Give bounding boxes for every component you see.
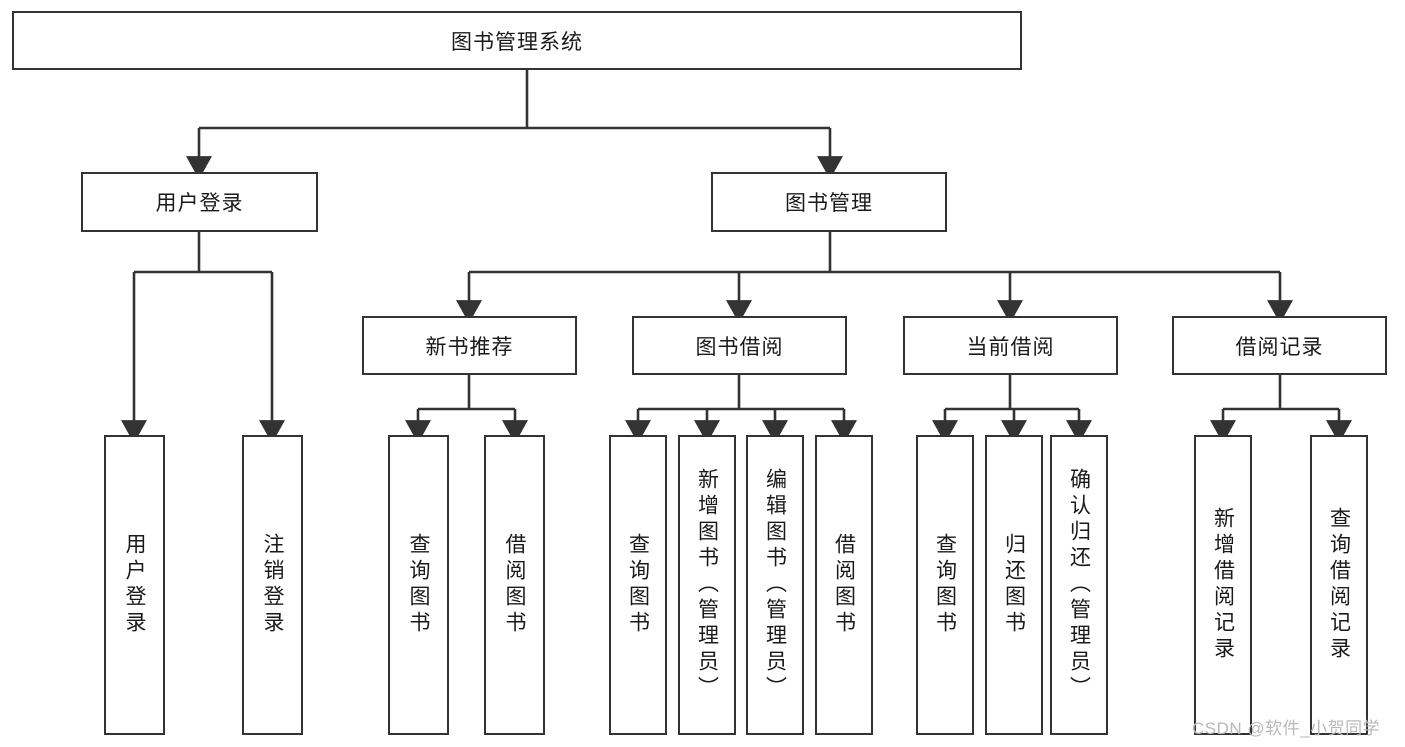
node-user-login-label: 用户登录 [155, 192, 244, 215]
node-leaf-user-login[interactable]: 用户登录 [104, 435, 165, 735]
node-leaf-borrow-book-rec[interactable]: 借阅图书 [484, 435, 545, 735]
node-new-book-rec[interactable]: 新书推荐 [362, 316, 577, 375]
node-leaf-borrow-book[interactable]: 借阅图书 [815, 435, 873, 735]
node-root-label: 图书管理系统 [451, 30, 583, 54]
node-leaf-borrow-book-label: 借阅图书 [832, 533, 856, 637]
node-leaf-query-book-cur-label: 查询图书 [933, 533, 957, 637]
node-leaf-query-record-label: 查询借阅记录 [1327, 507, 1351, 663]
node-leaf-edit-book[interactable]: 编辑图书（管理员） [746, 435, 804, 735]
node-leaf-query-book-borrow[interactable]: 查询图书 [609, 435, 667, 735]
node-borrow-record[interactable]: 借阅记录 [1172, 316, 1387, 375]
node-book-borrow-label: 图书借阅 [695, 335, 784, 359]
node-new-book-rec-label: 新书推荐 [425, 335, 514, 359]
node-leaf-query-record[interactable]: 查询借阅记录 [1310, 435, 1368, 735]
node-leaf-return-book[interactable]: 归还图书 [985, 435, 1043, 735]
node-leaf-logout-login-label: 注销登录 [261, 533, 284, 637]
node-current-borrow[interactable]: 当前借阅 [903, 316, 1118, 375]
node-leaf-query-book-rec-label: 查询图书 [407, 533, 430, 637]
node-current-borrow-label: 当前借阅 [966, 335, 1055, 359]
node-leaf-add-book[interactable]: 新增图书（管理员） [678, 435, 736, 735]
node-leaf-query-book-rec[interactable]: 查询图书 [388, 435, 449, 735]
node-book-borrow[interactable]: 图书借阅 [632, 316, 847, 375]
node-leaf-confirm-return[interactable]: 确认归还（管理员） [1050, 435, 1108, 735]
node-leaf-add-book-label: 新增图书（管理员） [695, 468, 719, 702]
node-leaf-borrow-book-rec-label: 借阅图书 [503, 533, 526, 637]
node-leaf-query-book-borrow-label: 查询图书 [626, 533, 650, 637]
node-leaf-add-record[interactable]: 新增借阅记录 [1194, 435, 1252, 735]
node-leaf-query-book-cur[interactable]: 查询图书 [916, 435, 974, 735]
watermark-csdn: CSDN @软件_小贺同学 [1192, 719, 1381, 738]
node-user-login[interactable]: 用户登录 [81, 172, 318, 232]
node-leaf-user-login-label: 用户登录 [123, 533, 146, 637]
node-root[interactable]: 图书管理系统 [12, 11, 1022, 70]
node-leaf-confirm-return-label: 确认归还（管理员） [1067, 468, 1091, 702]
node-leaf-add-record-label: 新增借阅记录 [1211, 507, 1235, 663]
node-borrow-record-label: 借阅记录 [1235, 335, 1324, 359]
node-book-manage[interactable]: 图书管理 [711, 172, 947, 232]
node-book-manage-label: 图书管理 [785, 192, 873, 215]
node-leaf-return-book-label: 归还图书 [1002, 533, 1026, 637]
node-leaf-logout-login[interactable]: 注销登录 [242, 435, 303, 735]
node-leaf-edit-book-label: 编辑图书（管理员） [763, 468, 787, 702]
